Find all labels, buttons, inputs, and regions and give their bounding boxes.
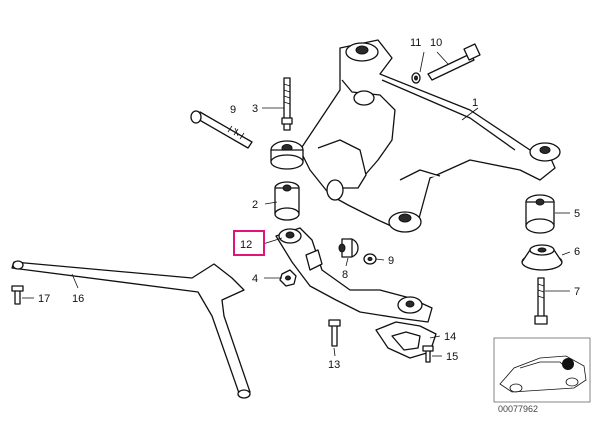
callout-15: 15 [446,351,458,363]
screw-15[interactable] [422,345,434,363]
leader-lines [22,51,571,357]
callout-13: 13 [328,359,340,371]
callout-4: 4 [252,273,258,285]
mount-bolt[interactable] [534,277,548,325]
callout-7: 7 [574,286,580,298]
long-bolt[interactable] [190,110,253,149]
bolt-with-washer[interactable] [411,43,481,84]
rear-bushing-right[interactable] [525,194,555,234]
car-location-thumbnail[interactable] [493,337,591,403]
callout-11: 11 [410,37,421,49]
stud-bolt[interactable] [281,77,293,131]
rear-subframe[interactable] [299,39,561,233]
callout-14: 14 [444,331,456,343]
cross-brace[interactable] [11,260,251,399]
hex-nut[interactable] [279,269,297,287]
rubber-mount[interactable] [521,244,563,271]
lower-bracket[interactable] [375,321,437,359]
subframe-mount-bushing[interactable] [270,140,304,221]
bolt-13[interactable] [328,319,341,347]
location-marker [562,358,574,370]
bolt-17[interactable] [11,285,24,305]
callout-5: 5 [574,208,580,220]
highlighted-callout-12[interactable]: 12 [233,230,265,256]
callout-3: 3 [252,103,258,115]
washer[interactable] [363,253,377,265]
callout-8: 8 [342,269,348,281]
callout-16: 16 [72,293,84,305]
callout-9-right: 9 [388,255,394,267]
callout-9-left: 9 [230,104,236,116]
callout-1: 1 [472,97,478,109]
small-bushing[interactable] [338,238,359,258]
callout-17: 17 [38,293,50,305]
diagram-code: 00077962 [498,404,538,414]
support-bracket[interactable] [275,227,433,323]
callout-2: 2 [252,199,258,211]
callout-6: 6 [574,246,580,258]
callout-10: 10 [430,37,442,49]
callout-12: 12 [240,239,252,251]
